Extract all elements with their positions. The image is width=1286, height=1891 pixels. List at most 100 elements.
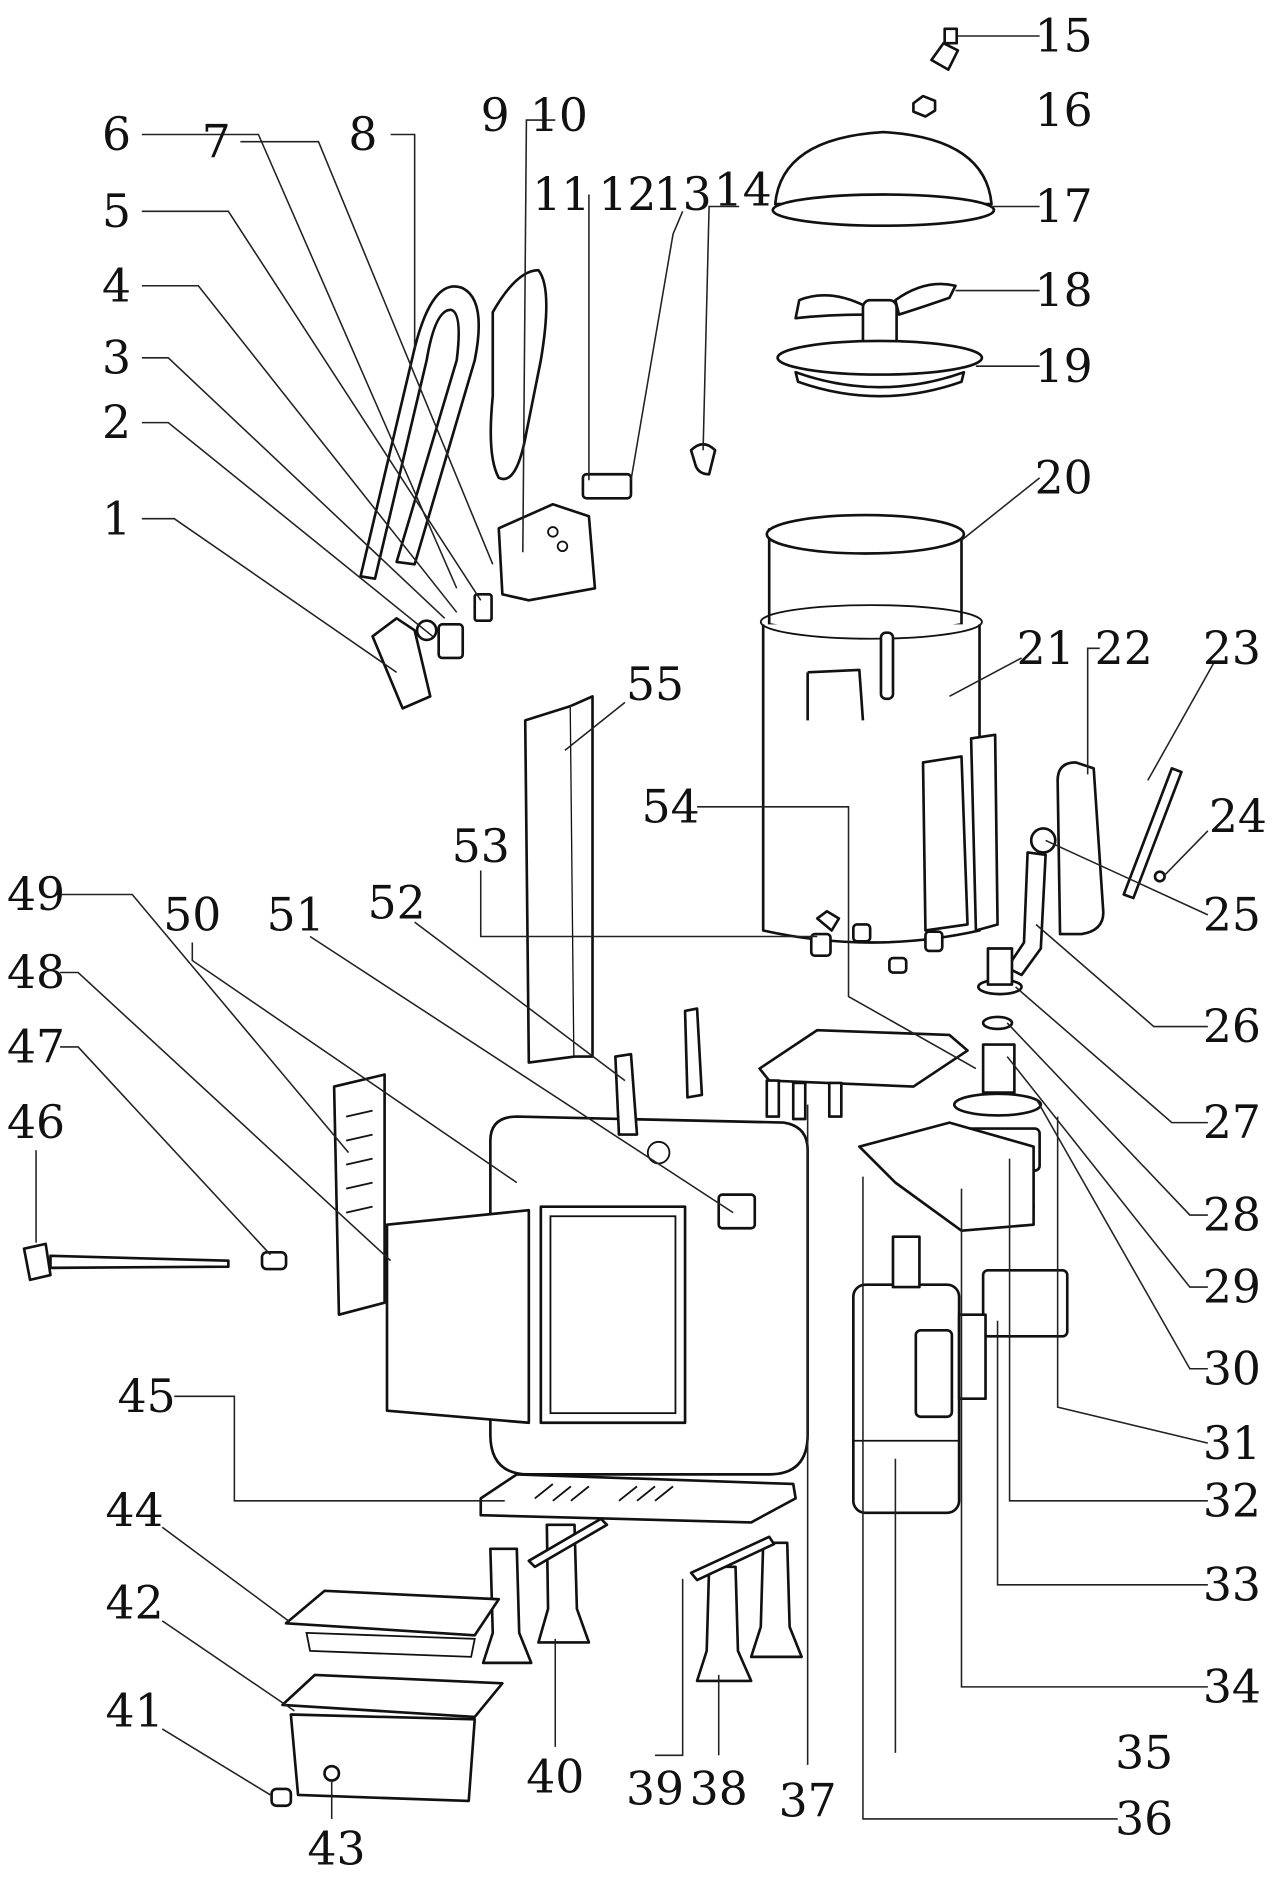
part-switch (717, 1193, 757, 1230)
part-number-13: 13 (654, 168, 712, 221)
part-number-28: 28 (1203, 1189, 1261, 1242)
leader-line-22 (1086, 647, 1100, 775)
leader-line-34 (960, 1188, 1208, 1688)
parts-drawing (22, 27, 1183, 1808)
part-number-38: 38 (690, 1763, 748, 1816)
part-motor (852, 1235, 961, 1515)
part-mounting-plate (758, 1028, 969, 1121)
part-number-35: 35 (1115, 1727, 1173, 1780)
part-number-29: 29 (1203, 1261, 1261, 1314)
leader-line-13 (630, 211, 684, 481)
part-number-33: 33 (1203, 1558, 1261, 1611)
part-number-20: 20 (1035, 451, 1093, 504)
part-number-10: 10 (530, 89, 588, 142)
part-inner-drum (765, 513, 966, 635)
leader-line-20 (961, 477, 1041, 541)
part-number-31: 31 (1203, 1417, 1261, 1470)
leader-line-49 (60, 893, 350, 1154)
part-drain-plug (270, 1787, 293, 1808)
leader-line-7 (240, 140, 494, 565)
part-number-24: 24 (1209, 790, 1267, 843)
part-number-11: 11 (532, 168, 590, 221)
part-capacitor-box (957, 1268, 1069, 1401)
part-lever (1122, 767, 1183, 900)
part-cover-plate (371, 617, 432, 710)
part-number-46: 46 (7, 1096, 65, 1149)
leader-line-28 (1006, 1022, 1208, 1216)
part-side-panel (385, 1208, 531, 1425)
part-number-37: 37 (779, 1775, 837, 1828)
leader-line-30 (1035, 1098, 1208, 1370)
leader-line-44 (161, 1526, 289, 1622)
leader-line-10 (522, 119, 556, 553)
part-outer-drum (759, 604, 999, 944)
leader-line-3 (141, 357, 446, 619)
part-number-4: 4 (102, 259, 131, 312)
leader-line-8 (390, 133, 416, 349)
leader-line-27 (1015, 986, 1208, 1124)
part-handle (359, 285, 481, 581)
leader-line-23 (1147, 662, 1215, 781)
part-feet (809, 923, 944, 974)
leader-line-29 (1006, 1056, 1208, 1288)
leader-line-1 (141, 517, 398, 673)
part-nut (912, 94, 937, 118)
leader-line-4 (141, 284, 458, 613)
leader-line-21 (949, 657, 1022, 698)
leader-line-25 (1045, 839, 1209, 916)
part-number-18: 18 (1035, 264, 1093, 317)
part-number-14: 14 (714, 163, 772, 216)
part-number-9: 9 (481, 89, 510, 142)
part-number-43: 43 (307, 1823, 365, 1876)
part-number-3: 3 (102, 331, 131, 384)
part-number-1: 1 (102, 492, 131, 545)
part-number-34: 34 (1203, 1661, 1261, 1714)
part-nozzle (930, 27, 960, 71)
leader-line-55 (564, 701, 626, 752)
part-vent-panel (332, 1073, 386, 1317)
part-number-5: 5 (102, 185, 131, 238)
part-number-12: 12 (598, 168, 656, 221)
part-number-30: 30 (1203, 1342, 1261, 1395)
leader-lines (35, 35, 1215, 1820)
leader-line-51 (309, 935, 734, 1214)
part-number-55: 55 (626, 658, 684, 711)
part-side-bracket (1056, 761, 1105, 936)
leader-line-45 (174, 1395, 505, 1502)
leader-line-14 (702, 205, 740, 451)
part-number-6: 6 (102, 108, 131, 161)
leader-line-53 (479, 870, 818, 938)
part-disc (776, 339, 984, 398)
part-lid (771, 130, 996, 228)
part-number-41: 41 (106, 1685, 164, 1738)
part-screw (1153, 870, 1166, 883)
leader-line-39 (655, 1578, 684, 1757)
part-shield (489, 268, 548, 481)
part-number-40: 40 (526, 1751, 584, 1804)
part-legs (481, 1517, 803, 1683)
part-number-52: 52 (368, 877, 426, 930)
part-number-39: 39 (626, 1763, 684, 1816)
leader-line-24 (1162, 830, 1209, 878)
part-number-36: 36 (1115, 1793, 1173, 1846)
part-number-50: 50 (163, 889, 221, 942)
leader-line-48 (60, 971, 392, 1262)
part-number-15: 15 (1035, 10, 1093, 63)
leader-line-47 (60, 1046, 271, 1256)
part-number-32: 32 (1203, 1474, 1261, 1527)
leader-line-52 (414, 921, 626, 1082)
part-number-53: 53 (452, 820, 510, 873)
part-crank (1005, 827, 1057, 977)
part-number-21: 21 (1017, 622, 1075, 675)
leader-line-41 (161, 1728, 271, 1796)
part-number-48: 48 (7, 946, 65, 999)
leader-line-32 (1008, 1158, 1208, 1502)
part-number-54: 54 (642, 780, 700, 833)
part-gear-housing (858, 1121, 1035, 1232)
leader-line-2 (141, 421, 434, 637)
part-number-23: 23 (1203, 622, 1261, 675)
part-number-22: 22 (1095, 622, 1153, 675)
part-latches (614, 1007, 704, 1136)
